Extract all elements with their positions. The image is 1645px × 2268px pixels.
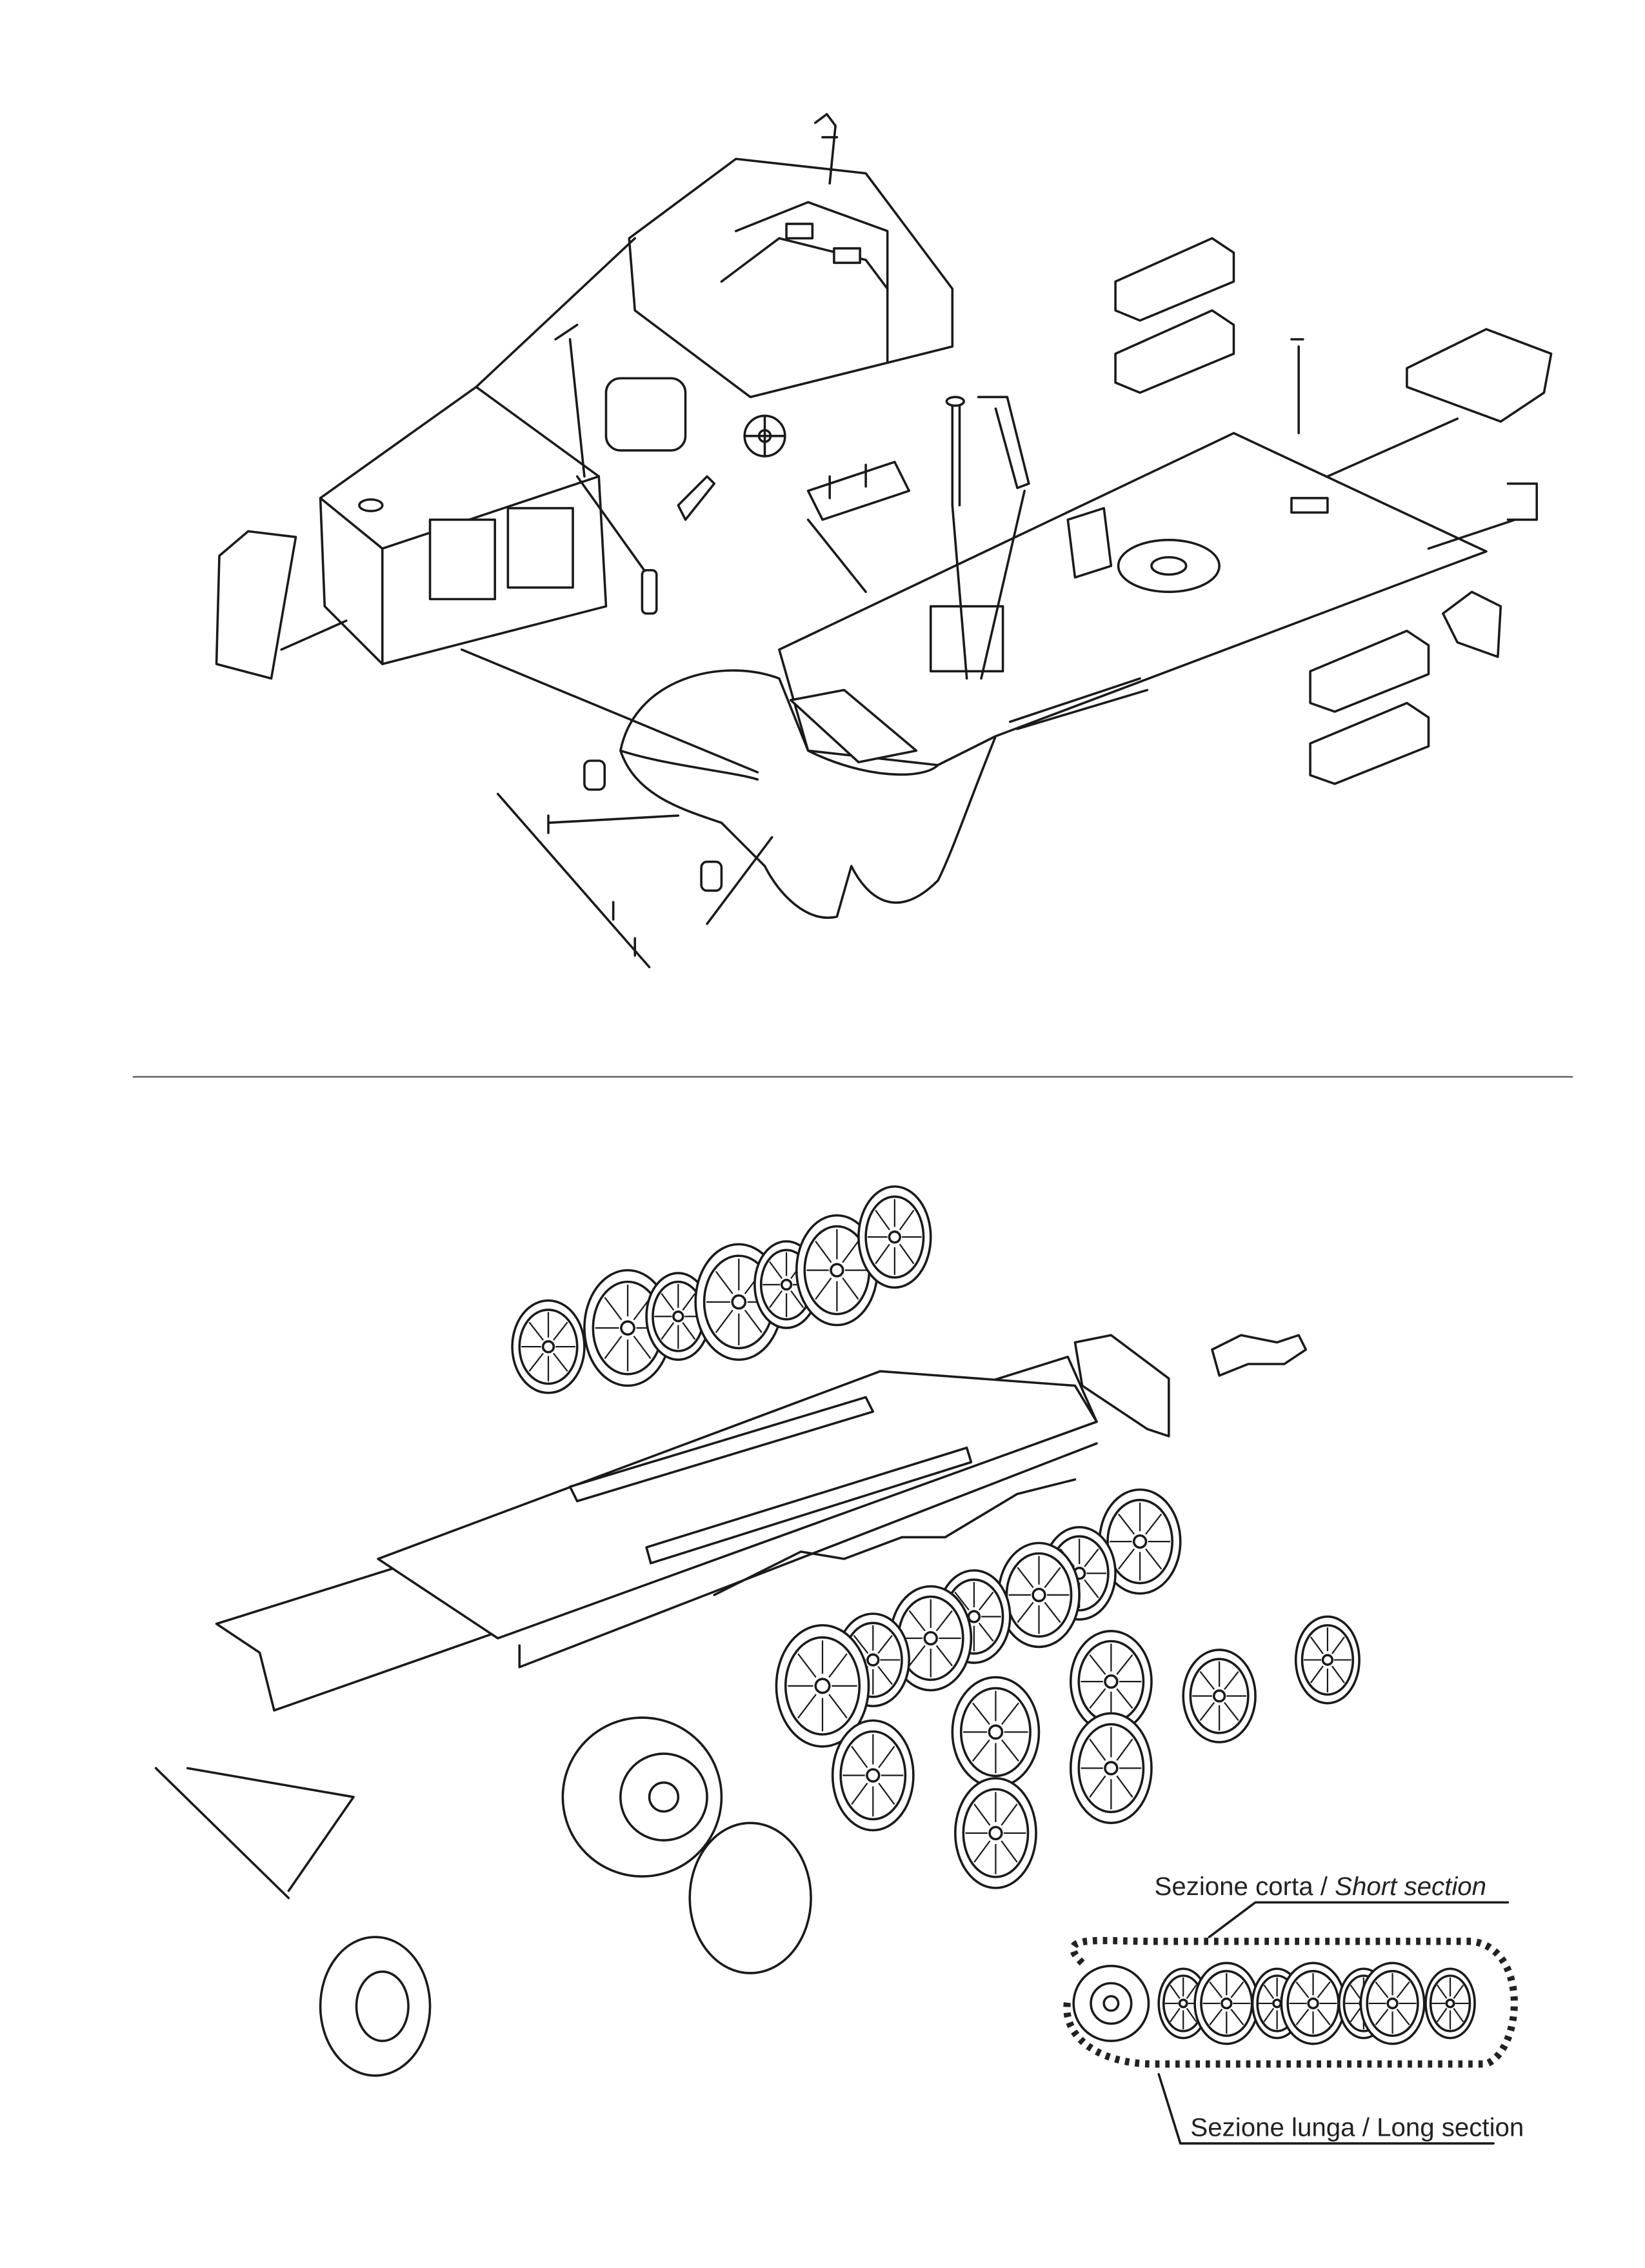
wheel bbox=[997, 1541, 1081, 1649]
front-wheel bbox=[319, 1936, 432, 2077]
wheel bbox=[954, 1777, 1037, 1889]
seat-cushion bbox=[604, 377, 687, 452]
front-armor-plate bbox=[215, 530, 297, 680]
chassis-frame bbox=[215, 1356, 1098, 1712]
running-gear-assembly: Sezione corta / Short section Sezione lu… bbox=[154, 1185, 1524, 2145]
cab-armor bbox=[628, 113, 954, 399]
wheel bbox=[511, 1299, 586, 1394]
wheel bbox=[857, 1185, 932, 1289]
long-section-leader bbox=[1157, 2072, 1495, 2145]
small-parts bbox=[461, 323, 1539, 968]
wheel bbox=[1359, 1962, 1426, 2045]
front-axle bbox=[154, 1767, 355, 1900]
wheel bbox=[1069, 1712, 1153, 1825]
universal-joint bbox=[1211, 1334, 1308, 1377]
steering-wheel bbox=[743, 414, 786, 457]
wheel bbox=[1294, 1615, 1361, 1705]
stowage-boxes bbox=[1114, 237, 1553, 785]
drive-sprocket bbox=[561, 1716, 723, 1878]
hull-body bbox=[619, 432, 1488, 919]
long-section-label: Sezione lunga / Long section bbox=[1190, 2113, 1524, 2142]
short-section-label: Sezione corta / Short section bbox=[1154, 1872, 1486, 1901]
sprocket-ring bbox=[688, 1821, 812, 1974]
short-section-leader bbox=[1208, 1901, 1510, 1938]
wheel bbox=[1182, 1649, 1257, 1743]
track-assembly: Sezione corta / Short section Sezione lu… bbox=[1063, 1872, 1524, 2145]
wheel bbox=[1280, 1962, 1346, 2045]
hull-assembly bbox=[215, 113, 1553, 968]
engine-hood bbox=[319, 237, 636, 665]
road-wheels bbox=[511, 1185, 1361, 1889]
wheel bbox=[1193, 1962, 1260, 2045]
track-road-wheels bbox=[1157, 1962, 1476, 2045]
wheel bbox=[951, 1676, 1041, 1789]
bracket-plate bbox=[1073, 1334, 1170, 1438]
wheel bbox=[1098, 1488, 1182, 1595]
wheel bbox=[831, 1719, 915, 1832]
wheel bbox=[775, 1624, 870, 1748]
wheel bbox=[1424, 1967, 1476, 2040]
